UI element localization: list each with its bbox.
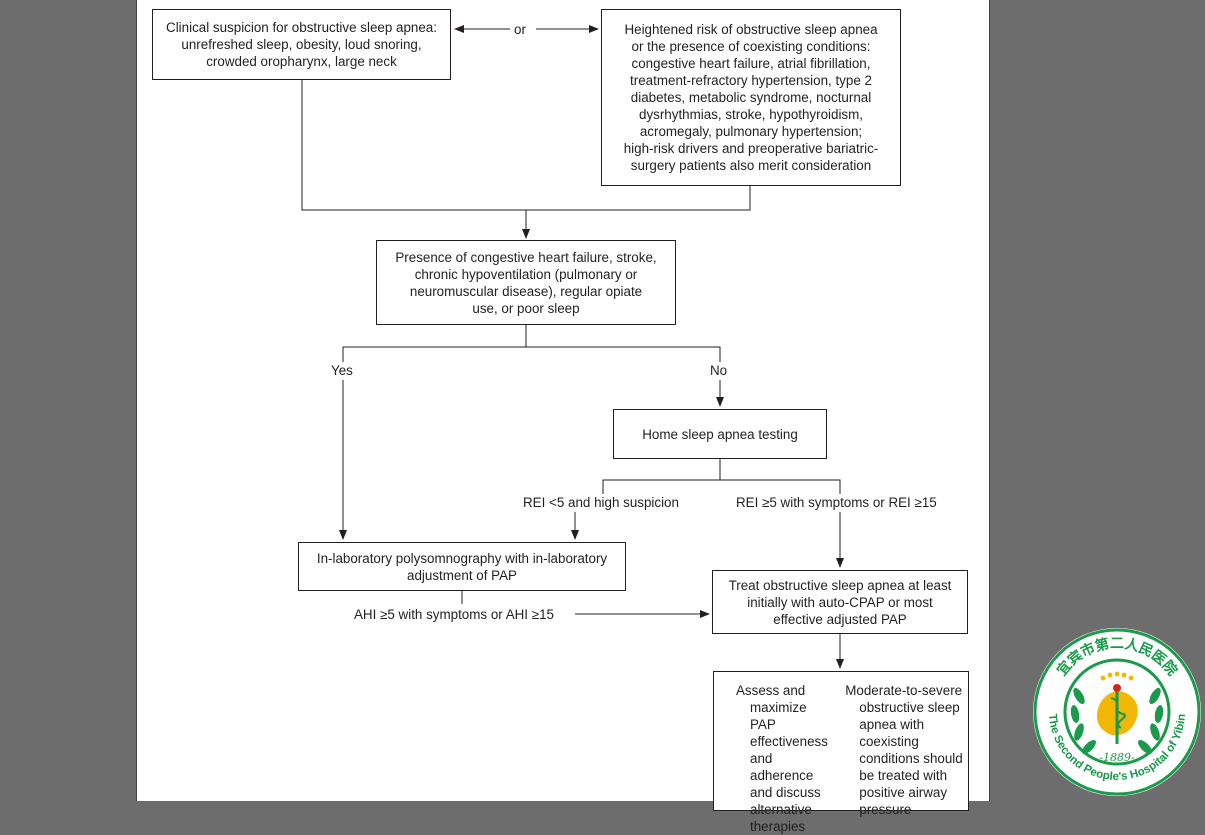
yes-label: Yes [328, 362, 356, 379]
logo-year: -1889- [1099, 751, 1135, 764]
heightened-risk-box: Heightened risk of obstructive sleep apn… [601, 9, 901, 186]
clinical-suspicion-box: Clinical suspicion for obstructive sleep… [152, 9, 451, 80]
treat-osa-box: Treat obstructive sleep apnea at least i… [712, 570, 968, 634]
home-split [602, 458, 721, 494]
hospital-seal-logo: 宜宾市第二人民医院 The Second People's Hospital o… [1033, 628, 1201, 796]
split-connector [342, 324, 527, 362]
rei-high-label: REI ≥5 with symptoms or REI ≥15 [733, 494, 940, 511]
or-label: or [511, 21, 529, 38]
assess-box: Assess and maximize PAP effectiveness an… [713, 671, 969, 834]
ahi-label: AHI ≥5 with symptoms or AHI ≥15 [351, 606, 557, 623]
in-lab-psg-box: In-laboratory polysomnography with in-la… [298, 542, 626, 591]
presence-conditions-box: Presence of congestive heart failure, st… [376, 240, 676, 325]
assess-item: Moderate-to-severe obstructive sleep apn… [845, 683, 963, 817]
flowchart-connectors [301, 25, 844, 669]
home-testing-box: Home sleep apnea testing [613, 409, 827, 459]
assess-item: Assess and maximize PAP effectiveness an… [736, 683, 828, 834]
rei-low-label: REI <5 and high suspicion [520, 494, 682, 511]
no-label: No [707, 362, 731, 379]
